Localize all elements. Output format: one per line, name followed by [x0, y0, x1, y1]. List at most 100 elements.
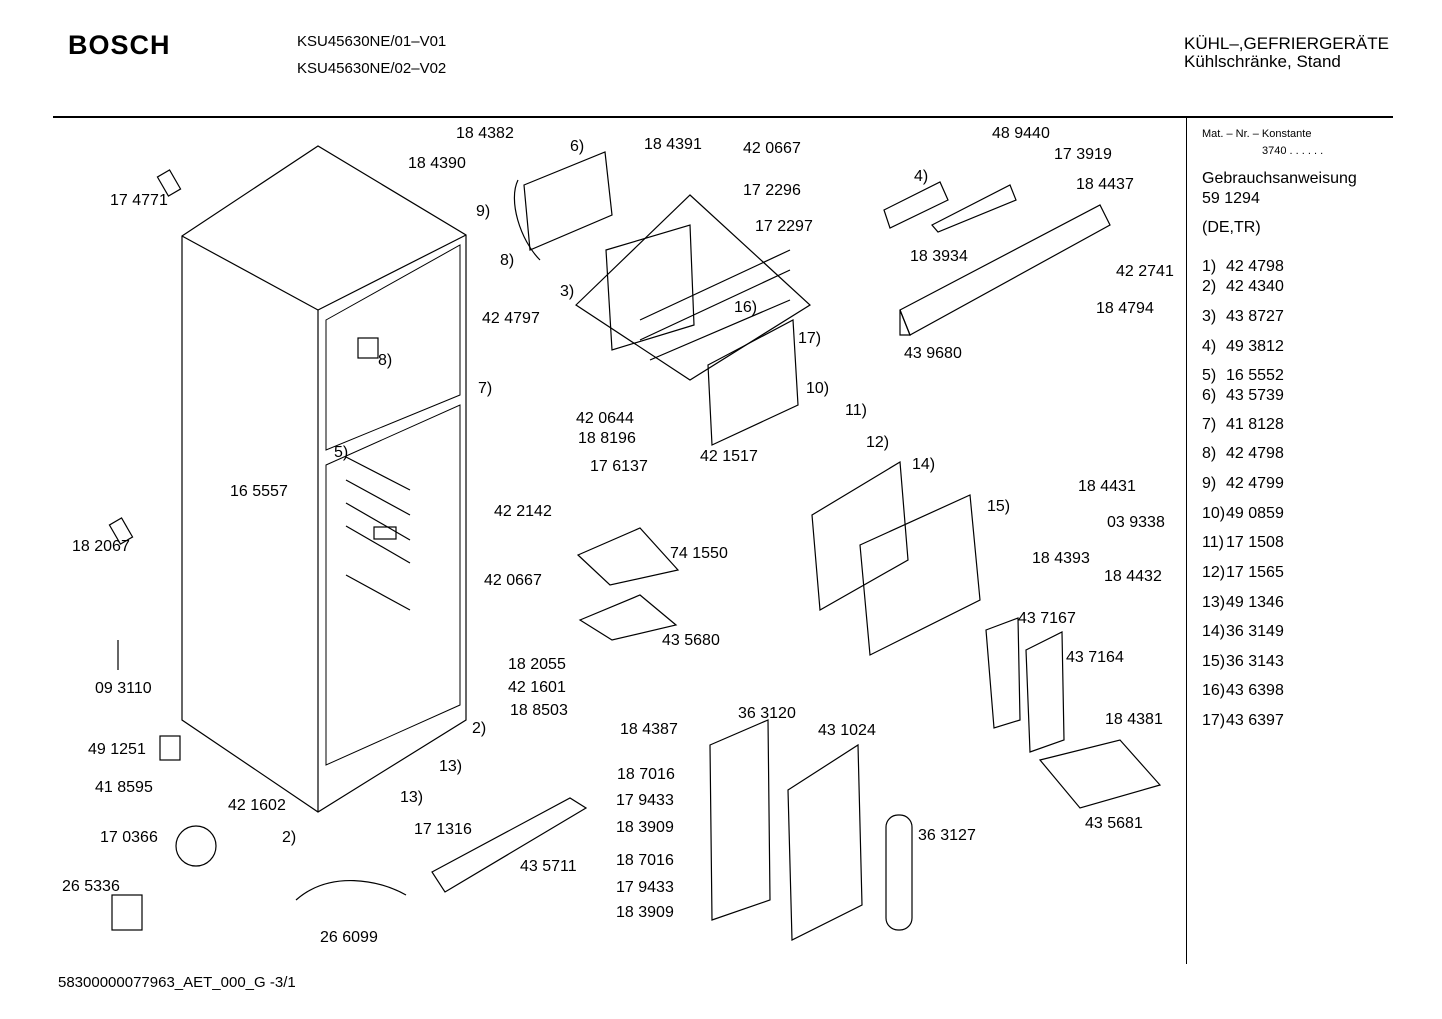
part-label: 17 6137	[590, 458, 648, 475]
part-label: 4)	[914, 168, 929, 185]
part-label: 18 3909	[616, 904, 674, 921]
model-number-2: KSU45630NE/02–V02	[297, 60, 447, 77]
legend-part-number: 41 8128	[1226, 416, 1284, 433]
legend-part-number: 43 5739	[1226, 387, 1284, 404]
part-label: 18 4387	[620, 721, 678, 738]
legend-index: 7)	[1202, 416, 1217, 433]
legend-index: 16)	[1202, 682, 1226, 699]
part-label: 18 8503	[510, 702, 568, 719]
fan-170366	[175, 825, 217, 867]
header-divider	[53, 116, 1393, 118]
part-label: 17 3919	[1054, 146, 1112, 163]
legend-part-number: 42 4799	[1226, 475, 1284, 492]
document-id: 58300000077963_AET_000_G -3/1	[58, 974, 296, 991]
part-label: 18 4437	[1076, 176, 1134, 193]
part-label: 36 3127	[918, 827, 976, 844]
part-label: 43 7164	[1066, 649, 1124, 666]
manual-languages: (DE,TR)	[1202, 219, 1261, 236]
legend-index: 17)	[1202, 712, 1226, 729]
freezer-door-part	[513, 151, 613, 261]
part-label: 43 1024	[818, 722, 876, 739]
part-label: 43 5711	[520, 858, 577, 875]
legend-part-number: 49 1346	[1226, 594, 1284, 611]
part-label: 18 7016	[617, 766, 675, 783]
part-label: 18 4432	[1104, 568, 1162, 585]
part-174771	[156, 169, 182, 197]
part-label: 43 7167	[1018, 610, 1076, 627]
bracket-435680	[578, 594, 678, 641]
model-number-1: KSU45630NE/01–V01	[297, 33, 447, 50]
part-label: 6)	[570, 138, 585, 155]
legend-index: 14)	[1202, 623, 1226, 640]
legend-index: 10)	[1202, 505, 1226, 522]
legend-part-number: 42 4798	[1226, 258, 1284, 275]
manual-label: Gebrauchsanweisung	[1202, 170, 1357, 187]
legend-row: 2)42 4340	[1202, 278, 1284, 296]
brand-logo: BOSCH	[68, 30, 171, 60]
sidebar-divider	[1186, 118, 1187, 964]
part-label: 43 9680	[904, 345, 962, 362]
part-label: 18 4390	[408, 155, 466, 172]
part-182067	[108, 517, 134, 545]
part-label: 5)	[334, 444, 349, 461]
panel-14	[811, 460, 909, 611]
legend-row: 9) 42 4799	[1202, 475, 1284, 493]
part-label: 16 5557	[230, 483, 288, 500]
part-label: 16)	[734, 299, 758, 316]
part-label: 17 1316	[414, 821, 472, 838]
legend-row: 17)43 6397	[1202, 712, 1284, 730]
part-label: 17)	[798, 330, 822, 347]
part-label: 03 9338	[1107, 514, 1165, 531]
legend-index: 4)	[1202, 338, 1217, 355]
power-cord-266099	[295, 880, 407, 901]
door-rack-431024	[787, 743, 863, 941]
control-strip	[883, 181, 1111, 336]
shelf-437167	[985, 617, 1021, 729]
part-label: 17 9433	[616, 792, 674, 809]
legend-part-number: 43 6398	[1226, 682, 1284, 699]
part-label: 43 5680	[662, 632, 720, 649]
vent-strip-363127	[885, 814, 913, 931]
legend-part-number: 17 1508	[1226, 534, 1284, 551]
part-label: 42 4797	[482, 310, 540, 327]
exploded-parts-diagram	[108, 145, 1162, 941]
legend-index: 13)	[1202, 594, 1226, 611]
manual-number: 59 1294	[1202, 190, 1260, 207]
legend-index: 15)	[1202, 653, 1226, 670]
legend-row: 14)36 3149	[1202, 623, 1284, 641]
plate-435681	[1038, 739, 1162, 809]
part-label: 18 3909	[616, 819, 674, 836]
legend-part-number: 43 6397	[1226, 712, 1284, 729]
panel-15	[859, 494, 981, 656]
part-label: 36 3120	[738, 705, 796, 722]
part-label: 8)	[378, 352, 393, 369]
part-label: 18 4391	[644, 136, 702, 153]
part-label: 42 0667	[484, 572, 542, 589]
legend-row: 4) 49 3812	[1202, 338, 1284, 356]
part-label: 17 2297	[755, 218, 813, 235]
legend-index: 9)	[1202, 475, 1217, 492]
fridge-cabinet	[181, 145, 467, 813]
part-label: 18 4794	[1096, 300, 1154, 317]
part-label: 9)	[476, 203, 491, 220]
part-label: 14)	[912, 456, 936, 473]
bracket-741550	[576, 527, 680, 586]
legend-index: 1)	[1202, 258, 1217, 275]
part-label: 74 1550	[670, 545, 728, 562]
part-label: 18 4382	[456, 125, 514, 142]
part-label: 3)	[560, 283, 575, 300]
legend-part-number: 49 3812	[1226, 338, 1284, 355]
legend-part-number: 42 4798	[1226, 445, 1284, 462]
part-label: 17 9433	[616, 879, 674, 896]
part-label: 42 0644	[576, 410, 634, 427]
legend-part-number: 36 3149	[1226, 623, 1284, 640]
legend-index: 5)	[1202, 367, 1217, 384]
part-label: 13)	[400, 789, 424, 806]
door-rack-363120	[709, 719, 771, 921]
legend-row: 16)43 6398	[1202, 682, 1284, 700]
legend-index: 11)	[1202, 534, 1224, 551]
part-label: 17 2296	[743, 182, 801, 199]
legend-row: 13)49 1346	[1202, 594, 1284, 612]
part-label: 42 0667	[743, 140, 801, 157]
part-label: 42 1602	[228, 797, 286, 814]
